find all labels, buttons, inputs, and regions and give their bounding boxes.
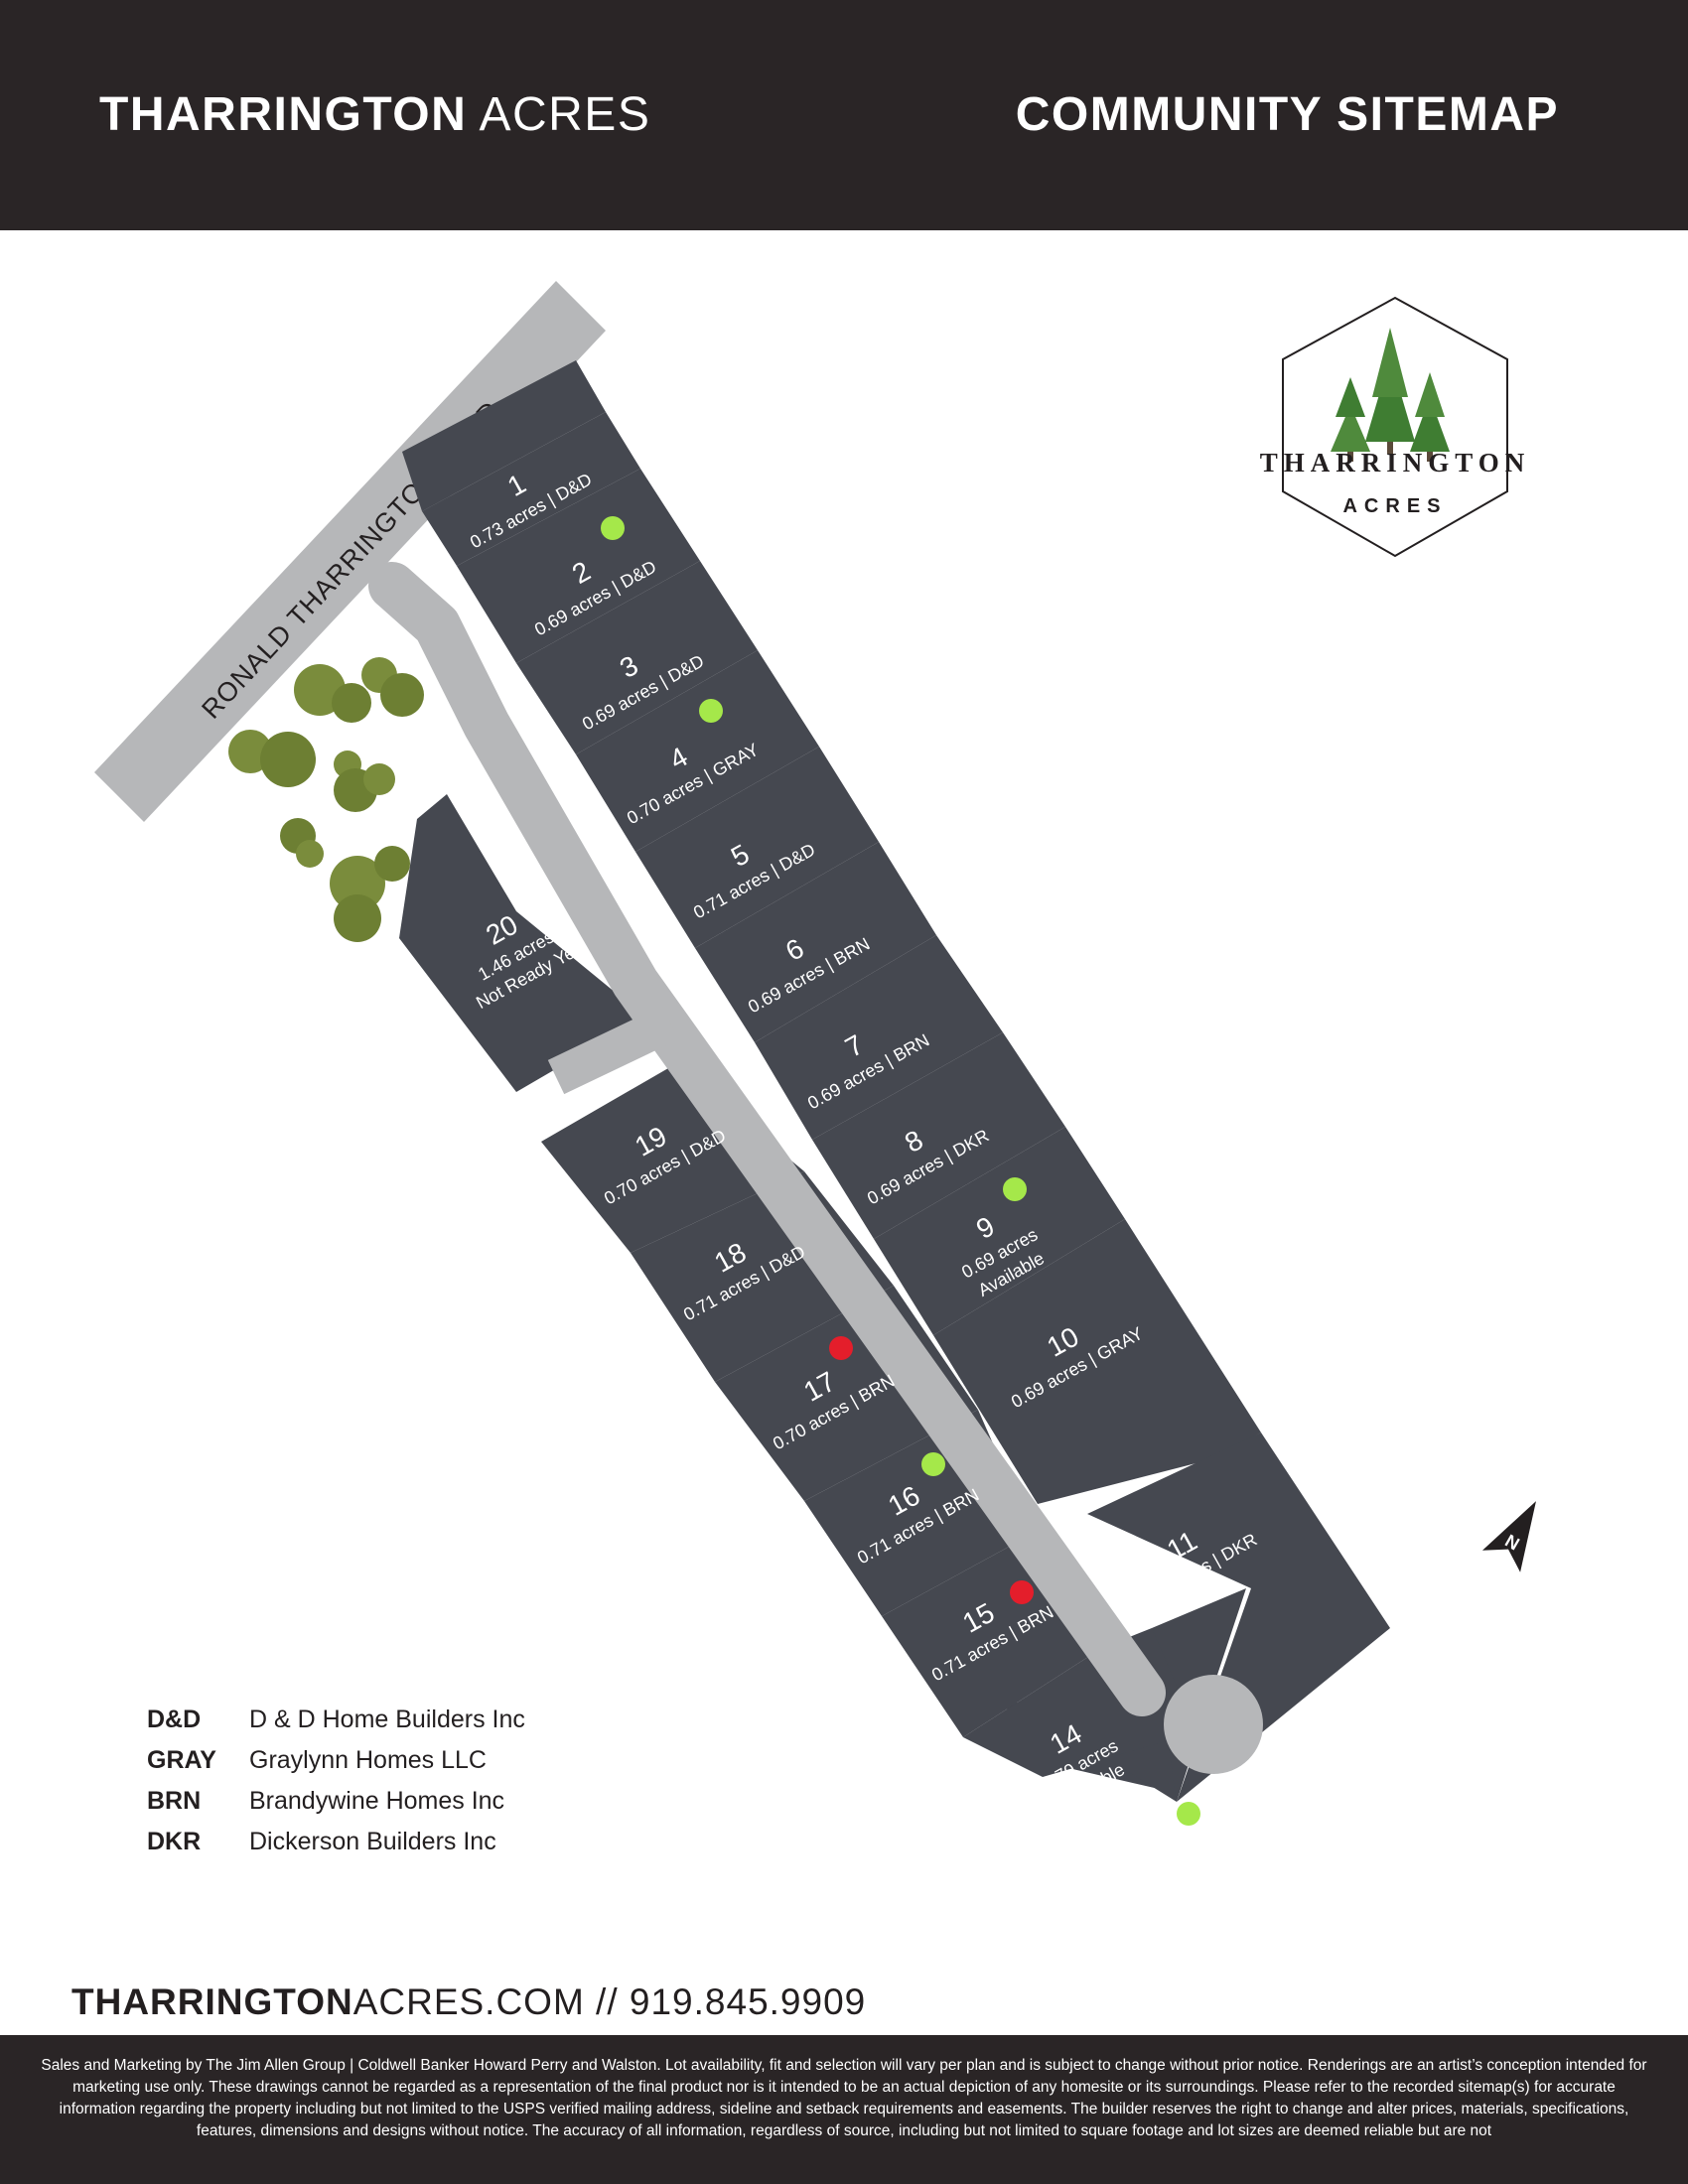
community-logo: THARRINGTON ACRES: [1260, 296, 1531, 558]
lot-11[interactable]: [933, 1219, 1261, 1504]
lot-6[interactable]: [635, 747, 879, 948]
legend-row: BRN Brandywine Homes Inc: [147, 1781, 525, 1822]
website-and-phone[interactable]: THARRINGTONACRES.COM // 919.845.9909: [71, 1981, 867, 2022]
legend-name: Brandywine Homes Inc: [249, 1787, 505, 1815]
spur-street: [547, 1005, 679, 1095]
tree-cluster: [228, 657, 424, 942]
status-dot-green: [1177, 1802, 1200, 1826]
legend-name: D & D Home Builders Inc: [249, 1706, 525, 1733]
lot-7[interactable]: [695, 842, 936, 1042]
legend-code: DKR: [147, 1828, 202, 1855]
page-title: COMMUNITY SITEMAP: [1015, 88, 1559, 141]
status-dot-red: [829, 1336, 853, 1360]
legend-code: BRN: [147, 1787, 202, 1815]
lots-layer: [399, 360, 1390, 1802]
legend-code: GRAY: [147, 1746, 216, 1774]
interior-road: [368, 562, 1263, 1774]
lot-3[interactable]: [457, 469, 700, 663]
lot-1[interactable]: [402, 360, 606, 511]
status-dot-green: [1003, 1177, 1027, 1201]
status-dot-green: [921, 1452, 945, 1476]
site-map: RONALD THARRINGTON ROAD 10.73 acres | D&…: [94, 281, 1536, 1931]
header-bar: THARRINGTON ACRES COMMUNITY SITEMAP: [0, 0, 1688, 230]
lot-8[interactable]: [755, 935, 1003, 1140]
legend-code: D&D: [147, 1706, 202, 1733]
logo-subtitle: ACRES: [1342, 495, 1447, 517]
status-dot-green: [699, 699, 723, 723]
disclaimer-text: Sales and Marketing by The Jim Allen Gro…: [41, 2057, 1647, 2139]
logo-hexagon: [1282, 296, 1508, 558]
builder-legend: D&D D & D Home Builders Inc GRAY Graylynn …: [147, 1700, 525, 1862]
status-dot-red: [1010, 1580, 1034, 1604]
lot-9[interactable]: [812, 1032, 1065, 1239]
three-pine-trees-icon: [1331, 328, 1450, 462]
footer-disclaimer: Sales and Marketing by The Jim Allen Gro…: [0, 2035, 1688, 2184]
cul-de-sac: [1164, 1675, 1263, 1774]
legend-name: Dickerson Builders Inc: [249, 1828, 496, 1855]
lot-20[interactable]: [399, 794, 635, 1092]
lot-19[interactable]: [541, 1064, 804, 1253]
lot-4[interactable]: [516, 561, 758, 754]
north-arrow-icon: N: [1481, 1501, 1536, 1572]
main-street: [368, 562, 1166, 1716]
lot-12[interactable]: [1087, 1433, 1390, 1802]
logo-title: THARRINGTON: [1260, 448, 1531, 478]
status-dot-green: [601, 516, 625, 540]
lot-10[interactable]: [874, 1127, 1125, 1335]
legend-name: Graylynn Homes LLC: [249, 1746, 487, 1774]
legend-row: DKR Dickerson Builders Inc: [147, 1822, 525, 1862]
lot-2[interactable]: [422, 412, 640, 566]
brand-title: THARRINGTON ACRES: [99, 88, 651, 141]
legend-row: GRAY Graylynn Homes LLC: [147, 1740, 525, 1781]
legend-row: D&D D & D Home Builders Inc: [147, 1700, 525, 1740]
lot-label-12: 121.52 acres | BRN: [1271, 1758, 1399, 1846]
lot-5[interactable]: [576, 650, 819, 852]
